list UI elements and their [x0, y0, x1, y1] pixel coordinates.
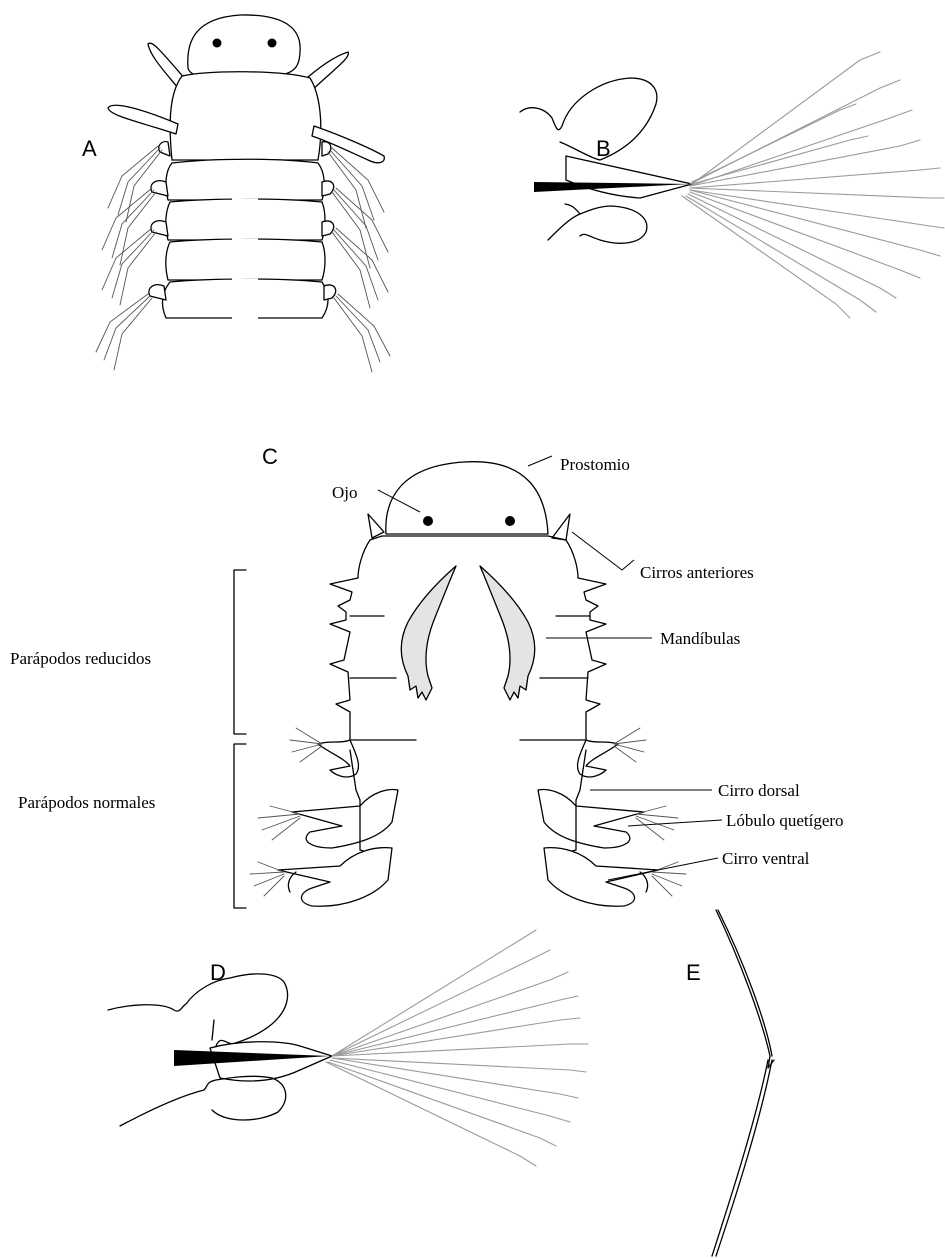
label-parapodos-normales: Parápodos normales — [18, 793, 155, 812]
panel-c-letter: C — [262, 444, 278, 469]
label-prostomio: Prostomio — [560, 455, 630, 474]
panel-c-drawing — [234, 456, 722, 908]
panel-e-letter: E — [686, 960, 701, 985]
panel-b-drawing — [520, 52, 944, 318]
panel-a-drawing — [96, 15, 390, 372]
label-ojo: Ojo — [332, 483, 358, 502]
eye-left — [423, 516, 433, 526]
label-cirro-ventral: Cirro ventral — [722, 849, 810, 868]
label-cirro-dorsal: Cirro dorsal — [718, 781, 800, 800]
mandible-left — [401, 566, 456, 700]
mandible-right — [480, 566, 535, 700]
eye-right — [505, 516, 515, 526]
panel-d-drawing — [108, 930, 588, 1166]
panel-e-drawing — [712, 910, 774, 1256]
panel-d-letter: D — [210, 960, 226, 985]
label-lobulo-quetigero: Lóbulo quetígero — [726, 811, 844, 830]
panel-b-letter: B — [596, 136, 611, 161]
panel-a-letter: A — [82, 136, 97, 161]
label-cirros-anteriores: Cirros anteriores — [640, 563, 754, 582]
label-parapodos-reducidos: Parápodos reducidos — [10, 649, 151, 668]
label-mandibulas: Mandíbulas — [660, 629, 740, 648]
